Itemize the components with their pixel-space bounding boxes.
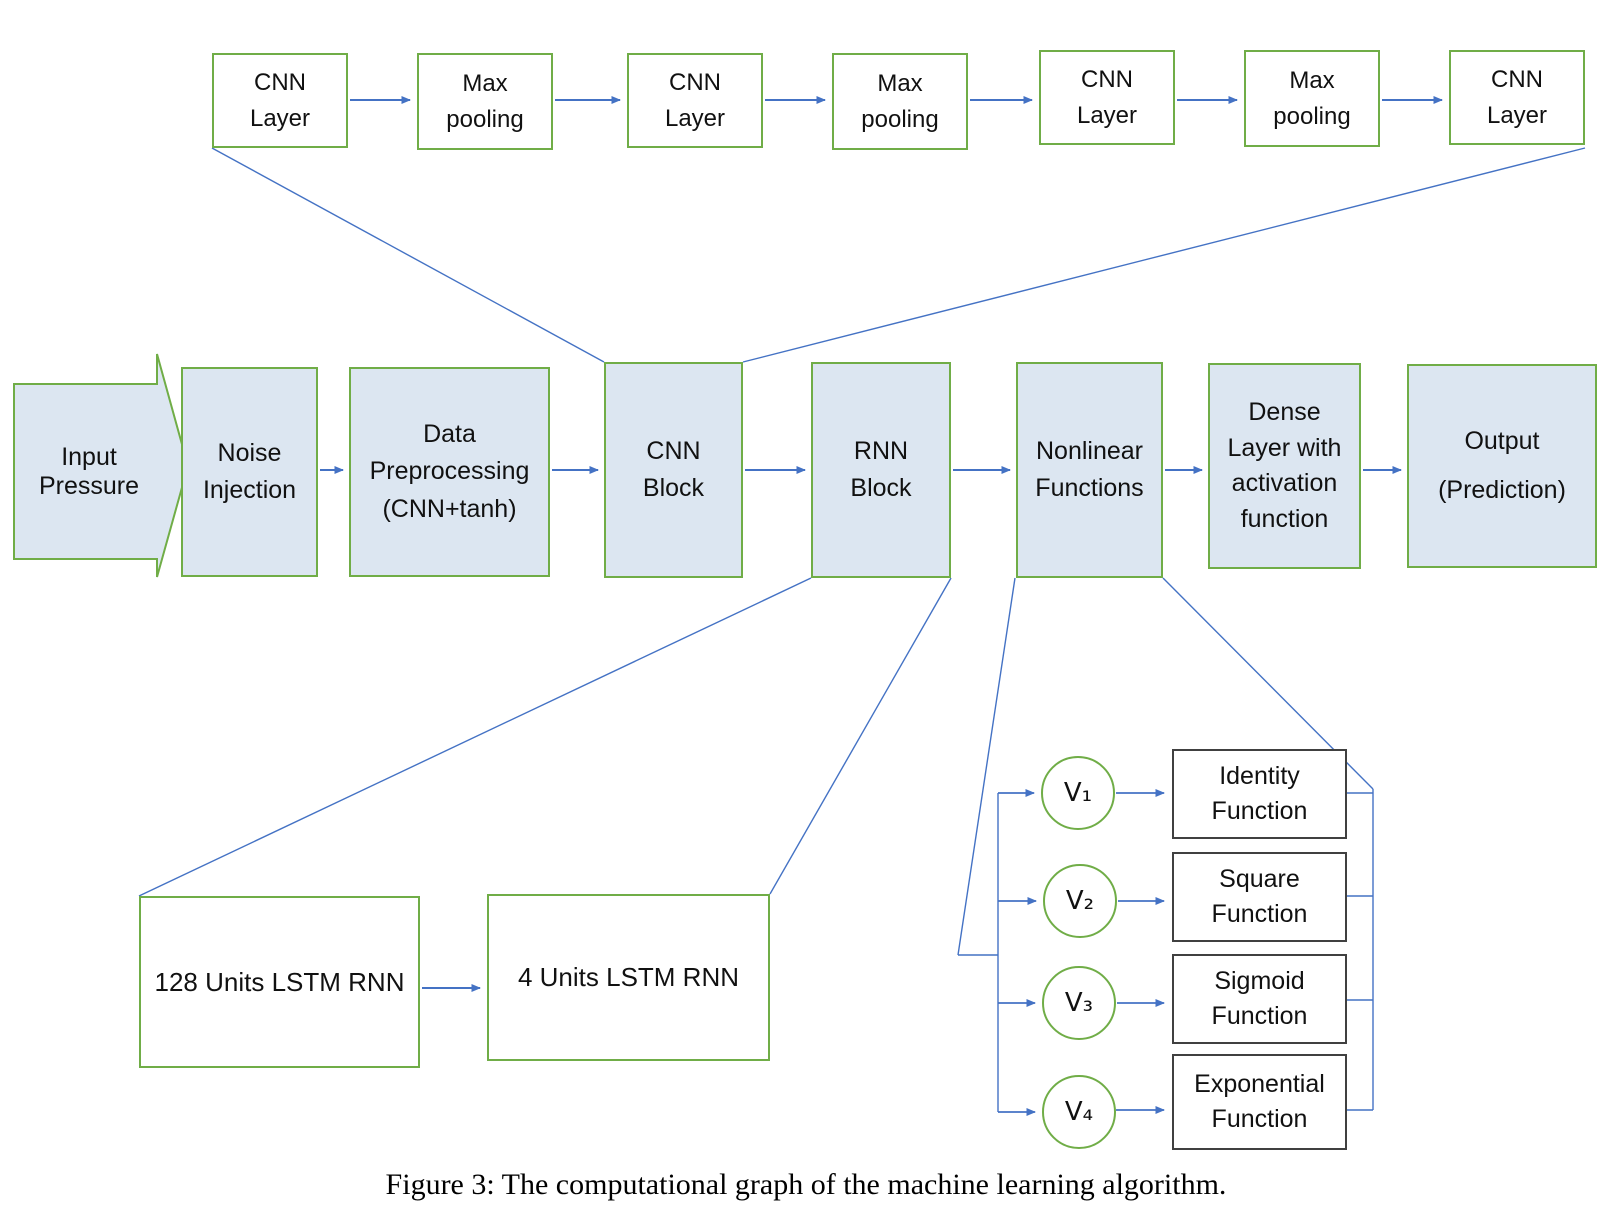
noise-injection-box: Noise Injection [181,367,318,577]
lstm-4-box: 4 Units LSTM RNN [487,894,770,1061]
cnn-layer-box-4: CNN Layer [1449,50,1585,145]
cnn-layer-box-3: CNN Layer [1039,50,1175,145]
rnn-block-box: RNN Block [811,362,951,578]
dense-layer-box: Dense Layer with activation function [1208,363,1361,569]
input-pressure-label: Input Pressure [38,442,140,500]
v-node-arrows [998,789,1165,1116]
input-arrow-shape [13,353,190,578]
max-pooling-box-3: Max pooling [1244,50,1380,147]
cnn-layer-box-2: CNN Layer [627,53,763,148]
callout-lines [138,147,1586,1112]
v3-node: V₃ [1042,966,1116,1040]
v4-node: V₄ [1042,1075,1116,1149]
square-function-box: Square Function [1172,852,1347,942]
cnn-layer-box-1: CNN Layer [212,53,348,148]
data-preprocessing-box: Data Preprocessing (CNN+tanh) [349,367,550,577]
nonlinear-functions-box: Nonlinear Functions [1016,362,1163,578]
v2-node: V₂ [1043,864,1117,938]
lstm-128-box: 128 Units LSTM RNN [139,896,420,1068]
v1-node: V₁ [1041,756,1115,830]
identity-function-box: Identity Function [1172,749,1347,839]
output-box: Output (Prediction) [1407,364,1597,568]
max-pooling-box-1: Max pooling [417,53,553,150]
sigmoid-function-box: Sigmoid Function [1172,954,1347,1044]
exponential-function-box: Exponential Function [1172,1054,1347,1150]
cnn-block-box: CNN Block [604,362,743,578]
max-pooling-box-2: Max pooling [832,53,968,150]
figure-caption: Figure 3: The computational graph of the… [385,1168,1227,1201]
